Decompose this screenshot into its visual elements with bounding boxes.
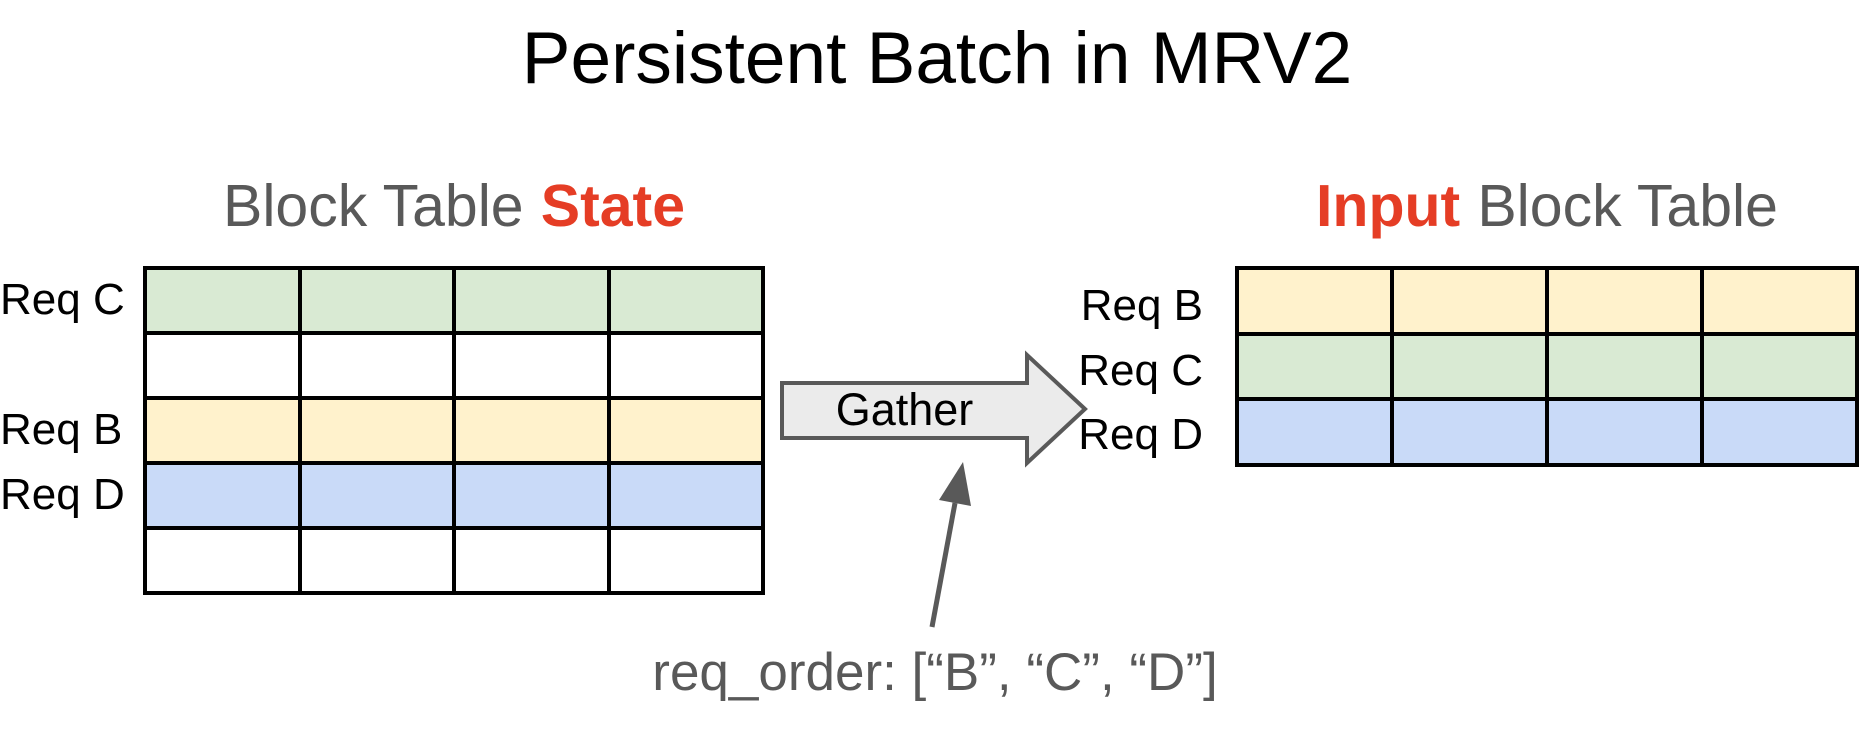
table-cell: [454, 463, 609, 528]
state-row-label-req-c: Req C: [0, 275, 125, 324]
table-cell: [145, 463, 300, 528]
table-cell: [608, 268, 763, 333]
table-cell: [608, 463, 763, 528]
state-table-heading-highlight: State: [540, 173, 686, 239]
input-row-label-req-d: Req D: [1078, 410, 1203, 459]
req-order-annotation: req_order: [“B”, “C”, “D”]: [652, 643, 1218, 702]
state-table-row-empty-1: [145, 333, 763, 398]
table-cell: [1392, 268, 1547, 334]
table-cell: [1547, 268, 1702, 334]
table-cell: [1392, 399, 1547, 465]
input-table-row-req-d: [1237, 399, 1857, 465]
input-row-label-req-b: Req B: [1080, 281, 1203, 330]
table-cell: [299, 463, 454, 528]
input-table-heading-highlight: Input: [1316, 173, 1461, 239]
table-cell: [1392, 333, 1547, 400]
table-cell: [454, 333, 609, 398]
state-table-heading-prefix: Block Table: [222, 173, 524, 239]
table-cell: [299, 333, 454, 398]
state-table-row-req-b: [145, 398, 763, 463]
input-table-row-req-b: [1237, 268, 1857, 334]
table-cell: [454, 528, 609, 593]
table-cell: [1702, 333, 1857, 400]
state-table-row-req-c: [145, 268, 763, 333]
table-cell: [145, 398, 300, 463]
table-cell: [1547, 399, 1702, 465]
table-cell: [299, 528, 454, 593]
state-block-table: [143, 266, 765, 595]
table-cell: [608, 333, 763, 398]
state-row-label-req-d: Req D: [0, 470, 125, 519]
input-row-label-req-c: Req C: [1078, 346, 1203, 395]
table-cell: [454, 398, 609, 463]
state-row-label-req-b: Req B: [0, 405, 123, 454]
annotation-pointer-line: [929, 502, 958, 628]
state-table-row-req-d: [145, 463, 763, 528]
annotation-pointer-arrowhead-icon: [939, 462, 971, 506]
table-cell: [1237, 268, 1392, 334]
table-cell: [1702, 268, 1857, 334]
table-cell: [454, 268, 609, 333]
table-cell: [608, 398, 763, 463]
table-cell: [145, 528, 300, 593]
table-cell: [145, 333, 300, 398]
table-cell: [145, 268, 300, 333]
table-cell: [1547, 333, 1702, 400]
table-cell: [608, 528, 763, 593]
slide-title: Persistent Batch in MRV2: [521, 18, 1353, 99]
input-block-table: [1235, 266, 1859, 467]
gather-arrow-label: Gather: [835, 384, 974, 435]
input-table-heading-suffix: Block Table: [1477, 173, 1778, 239]
table-cell: [1237, 399, 1392, 465]
table-cell: [299, 398, 454, 463]
table-cell: [299, 268, 454, 333]
table-cell: [1237, 333, 1392, 400]
state-table-row-empty-2: [145, 528, 763, 593]
table-cell: [1702, 399, 1857, 465]
input-table-row-req-c: [1237, 333, 1857, 400]
